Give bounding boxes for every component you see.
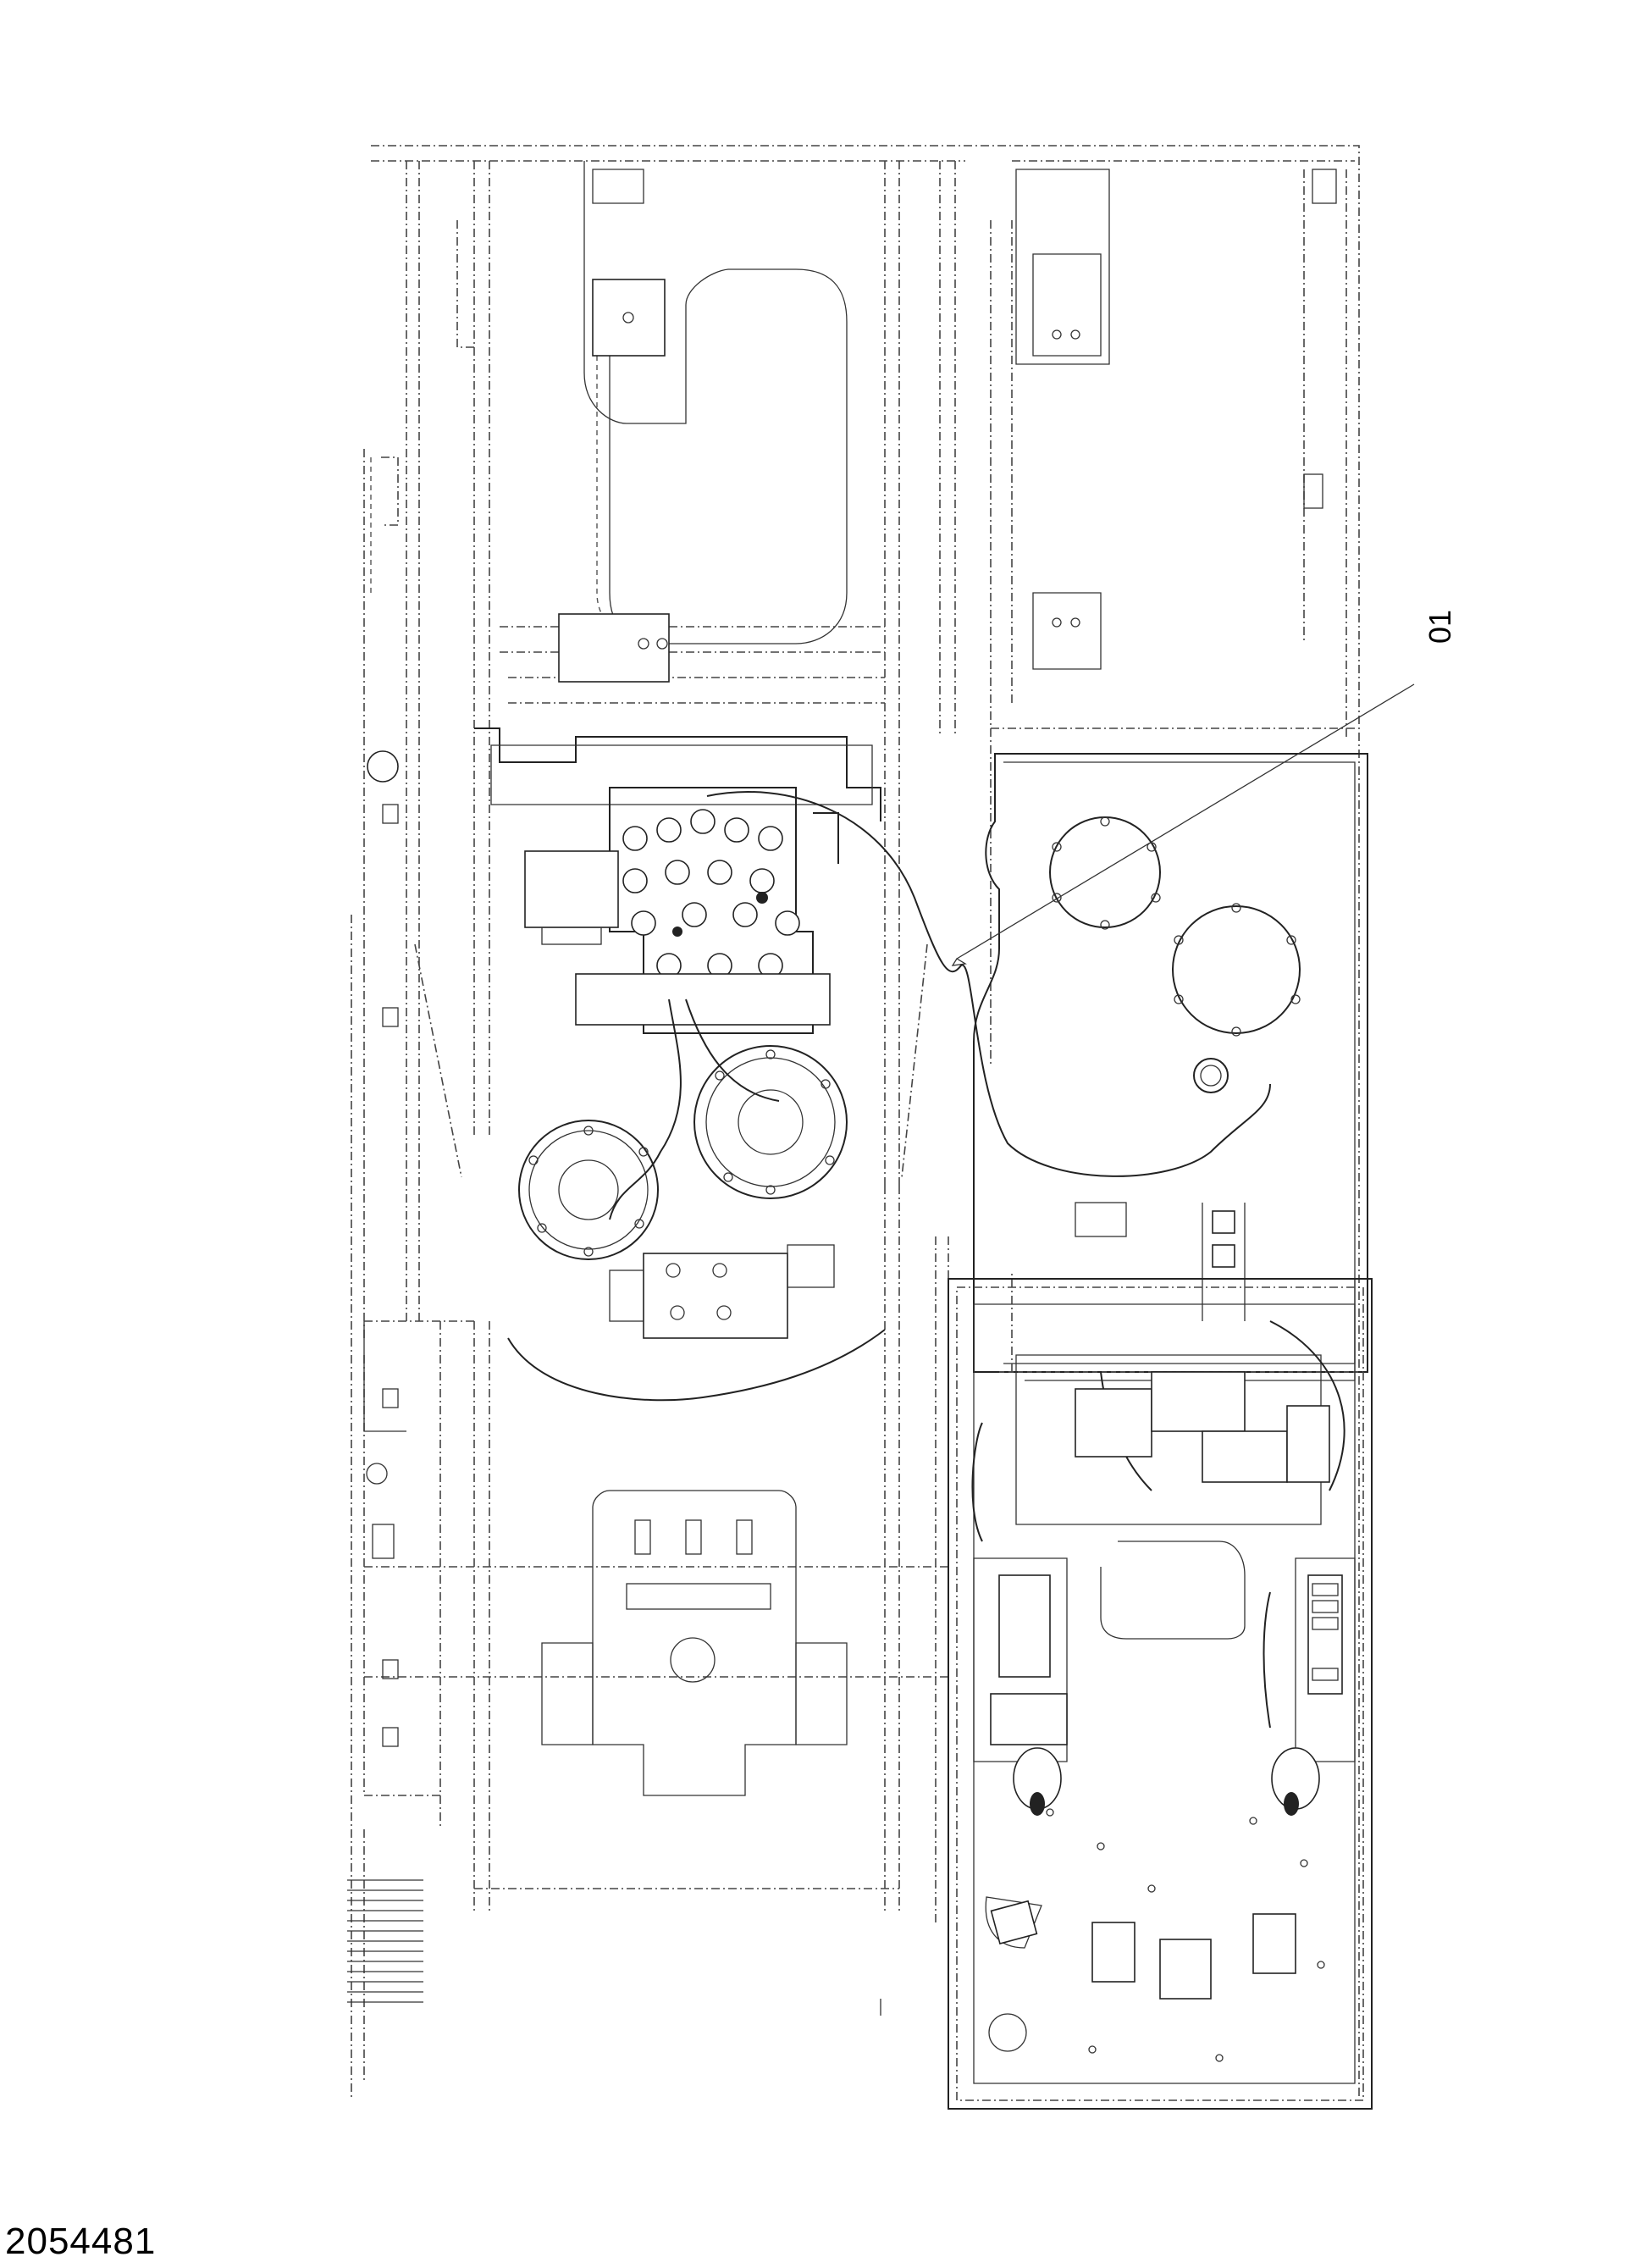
pilot-valve-block bbox=[507, 1244, 886, 1402]
engine-box bbox=[973, 753, 1368, 1373]
control-valve-assembly bbox=[474, 727, 881, 1034]
upper-frame bbox=[351, 145, 1360, 2099]
compartment-upper-right bbox=[1015, 169, 1337, 670]
travel-gears bbox=[414, 943, 928, 1260]
drawing-number: 2054481 bbox=[5, 2221, 157, 2262]
misc-details bbox=[370, 457, 881, 2016]
part-callout-label: 01 bbox=[1423, 609, 1457, 644]
tank-outline bbox=[583, 161, 848, 644]
harness-hose bbox=[706, 791, 1271, 1177]
operator-cab bbox=[948, 1278, 1373, 2110]
callout-leader bbox=[951, 683, 1415, 966]
swing-base bbox=[541, 1490, 848, 1796]
left-frame-details bbox=[347, 750, 423, 2003]
valve-block bbox=[558, 613, 670, 683]
